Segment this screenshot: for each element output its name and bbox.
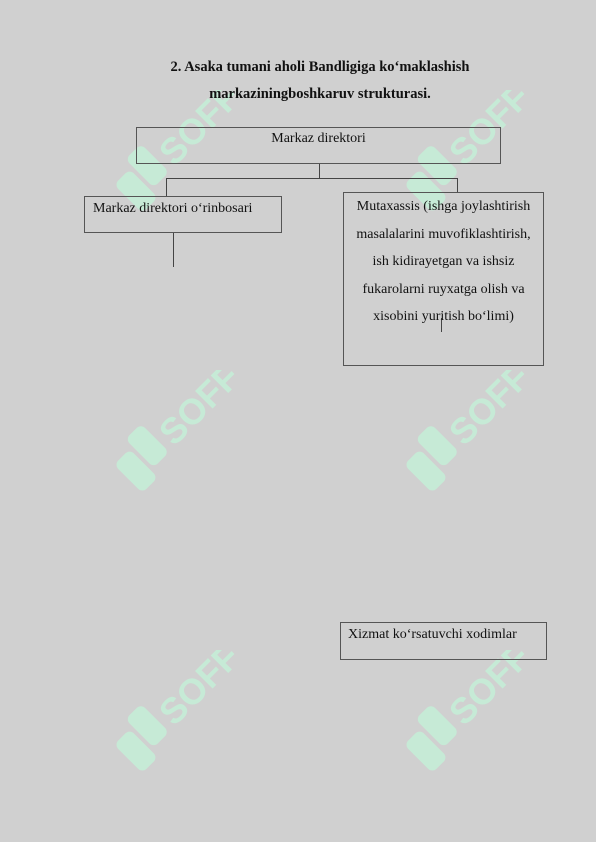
watermark-logo: SOFF [70,636,250,790]
connector-to-specialist [457,178,458,192]
connector-deputy-down [173,233,174,267]
watermark-logo: SOFF [360,356,540,510]
org-box-staff: Xizmat ko‘rsatuvchi xodimlar [340,622,547,660]
svg-text:SOFF: SOFF [441,370,538,453]
org-box-deputy: Markaz direktori o‘rinbosari [84,196,282,233]
connector-director-down [319,164,320,178]
page-title: 2. Asaka tumani aholi Bandligiga ko‘makl… [100,54,540,108]
connector-to-deputy [166,178,167,196]
title-line-1: 2. Asaka tumani aholi Bandligiga ko‘makl… [170,59,470,75]
svg-text:SOFF: SOFF [151,650,248,733]
director-label: Markaz direktori [271,131,366,146]
connector-horizontal [166,178,458,179]
watermark-logo: SOFF [360,636,540,790]
org-box-director: Markaz direktori [136,127,501,164]
watermark-logo: SOFF [70,356,250,510]
title-line-2: markaziningboshkaruv strukturasi. [209,86,431,102]
connector-specialist-mark [441,318,442,332]
svg-text:SOFF: SOFF [441,650,538,733]
staff-label: Xizmat ko‘rsatuvchi xodimlar [348,627,517,642]
svg-text:SOFF: SOFF [151,370,248,453]
org-box-specialist: Mutaxassis (ishga joylashtirish masalala… [343,192,544,366]
deputy-label: Markaz direktori o‘rinbosari [93,201,253,216]
specialist-label: Mutaxassis (ishga joylashtirish masalala… [356,199,531,324]
